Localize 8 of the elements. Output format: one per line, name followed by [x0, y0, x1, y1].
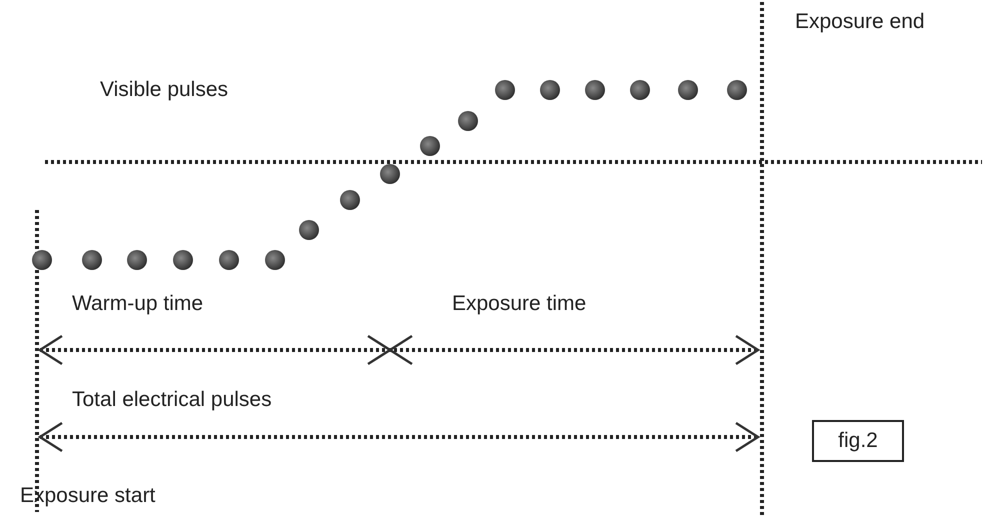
dimension-label: Total electrical pulses [72, 388, 272, 412]
figure-number: fig.2 [838, 429, 878, 453]
axis-label: Visible pulses [100, 78, 228, 102]
dimension-label: Warm-up time [72, 292, 204, 316]
axis-label: Exposure end [795, 10, 925, 34]
figure-label-box [812, 420, 904, 462]
axis-label: Exposure start [20, 484, 156, 508]
dimension-label: Exposure time [452, 292, 586, 316]
